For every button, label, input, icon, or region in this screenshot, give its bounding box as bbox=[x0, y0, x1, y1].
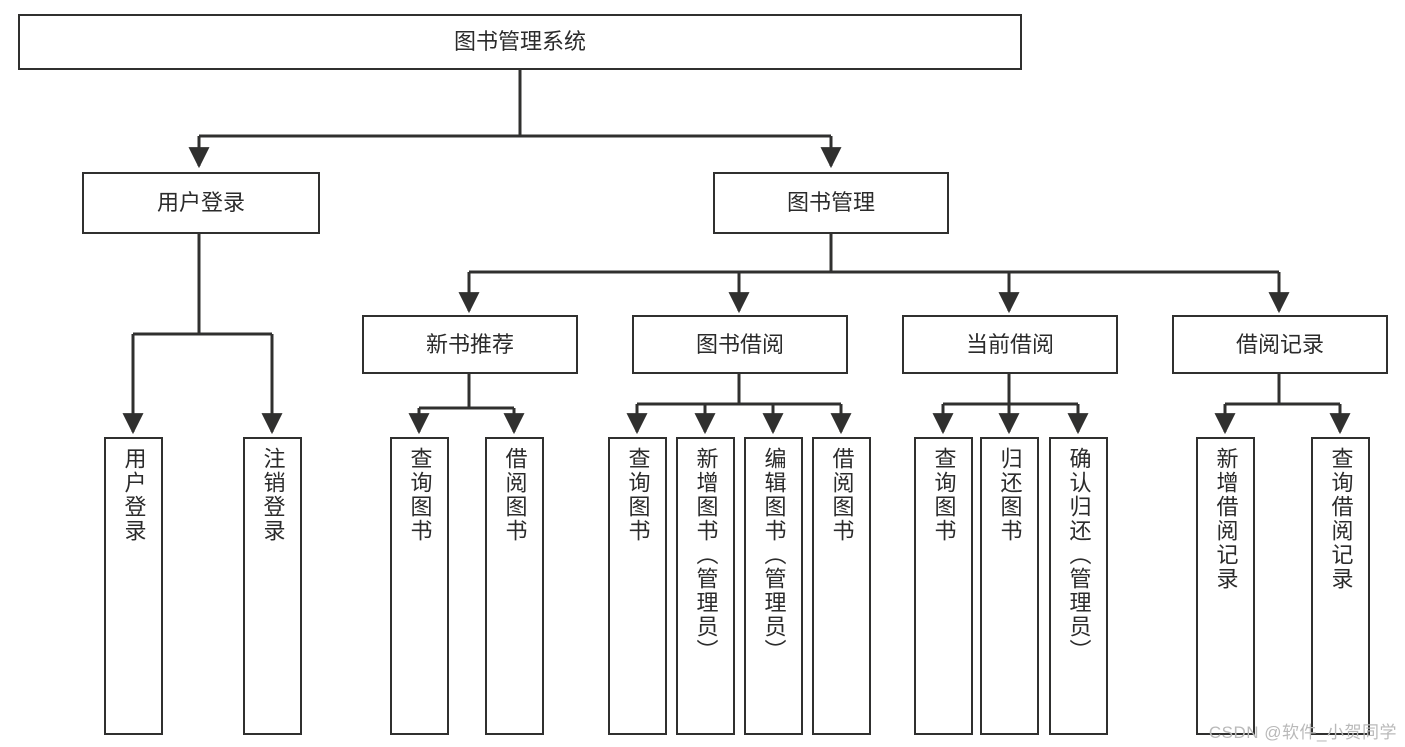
node-borrow-record-label: 借阅记录 bbox=[1235, 331, 1324, 357]
node-root-label: 图书管理系统 bbox=[453, 29, 586, 55]
leaf-current-borrow-confirm-label: 确认归还（管理员） bbox=[1066, 447, 1092, 663]
node-current-borrow[interactable]: 当前借阅 bbox=[902, 315, 1118, 374]
leaf-current-borrow-confirm[interactable]: 确认归还（管理员） bbox=[1049, 437, 1108, 735]
node-book-borrow[interactable]: 图书借阅 bbox=[632, 315, 848, 374]
leaf-borrow-record-add[interactable]: 新增借阅记录 bbox=[1196, 437, 1255, 735]
leaf-user-login-logout[interactable]: 注销登录 bbox=[243, 437, 302, 735]
leaf-new-book-query[interactable]: 查询图书 bbox=[390, 437, 449, 735]
leaf-book-borrow-borrow-label: 借阅图书 bbox=[829, 447, 855, 543]
leaf-current-borrow-query[interactable]: 查询图书 bbox=[914, 437, 973, 735]
leaf-book-borrow-edit[interactable]: 编辑图书（管理员） bbox=[744, 437, 803, 735]
leaf-book-borrow-query-label: 查询图书 bbox=[625, 447, 651, 543]
leaf-book-borrow-borrow[interactable]: 借阅图书 bbox=[812, 437, 871, 735]
leaf-book-borrow-add[interactable]: 新增图书（管理员） bbox=[676, 437, 735, 735]
node-current-borrow-label: 当前借阅 bbox=[965, 331, 1054, 357]
node-borrow-record[interactable]: 借阅记录 bbox=[1172, 315, 1388, 374]
leaf-book-borrow-query[interactable]: 查询图书 bbox=[608, 437, 667, 735]
node-book-management-label: 图书管理 bbox=[786, 190, 875, 216]
leaf-current-borrow-query-label: 查询图书 bbox=[931, 447, 957, 543]
leaf-new-book-borrow-label: 借阅图书 bbox=[502, 447, 528, 543]
leaf-new-book-borrow[interactable]: 借阅图书 bbox=[485, 437, 544, 735]
watermark-text: CSDN @软件_小贺同学 bbox=[1208, 723, 1397, 742]
node-book-management[interactable]: 图书管理 bbox=[713, 172, 949, 234]
leaf-book-borrow-edit-label: 编辑图书（管理员） bbox=[761, 447, 787, 663]
node-user-login-label: 用户登录 bbox=[156, 190, 245, 216]
node-new-book-recommend-label: 新书推荐 bbox=[425, 331, 514, 357]
leaf-borrow-record-query-label: 查询借阅记录 bbox=[1328, 447, 1354, 591]
leaf-user-login-logout-label: 注销登录 bbox=[260, 447, 286, 543]
leaf-current-borrow-return-label: 归还图书 bbox=[997, 447, 1023, 543]
leaf-user-login-login[interactable]: 用户登录 bbox=[104, 437, 163, 735]
leaf-new-book-query-label: 查询图书 bbox=[407, 447, 433, 543]
node-root[interactable]: 图书管理系统 bbox=[18, 14, 1022, 70]
node-user-login[interactable]: 用户登录 bbox=[82, 172, 320, 234]
leaf-current-borrow-return[interactable]: 归还图书 bbox=[980, 437, 1039, 735]
leaf-user-login-login-label: 用户登录 bbox=[121, 447, 147, 543]
leaf-book-borrow-add-label: 新增图书（管理员） bbox=[693, 447, 719, 663]
leaf-borrow-record-query[interactable]: 查询借阅记录 bbox=[1311, 437, 1370, 735]
node-new-book-recommend[interactable]: 新书推荐 bbox=[362, 315, 578, 374]
node-book-borrow-label: 图书借阅 bbox=[695, 331, 784, 357]
leaf-borrow-record-add-label: 新增借阅记录 bbox=[1213, 447, 1239, 591]
